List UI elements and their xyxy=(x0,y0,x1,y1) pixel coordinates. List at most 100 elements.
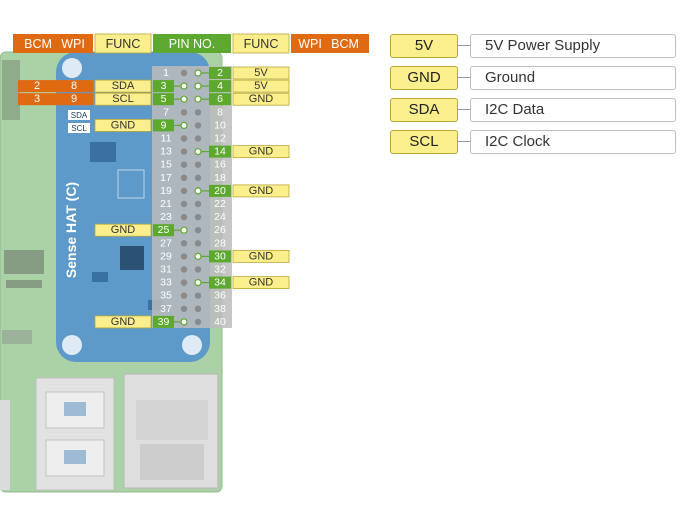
header-func-right: FUNC xyxy=(244,37,279,51)
pin-badge-number: 9 xyxy=(161,119,167,131)
func-label: GND xyxy=(111,119,136,131)
pin-number: 13 xyxy=(160,146,172,158)
pin-hole xyxy=(180,187,188,195)
pin-badge-number: 39 xyxy=(158,316,170,328)
legend-desc-sda: I2C Data xyxy=(470,98,676,122)
func-label: GND xyxy=(249,93,274,105)
pin-number: 22 xyxy=(214,198,226,210)
header-bcm-right: BCM xyxy=(331,37,359,51)
pin-hole xyxy=(180,200,188,208)
pin-badge-number: 25 xyxy=(158,224,170,236)
func-badge xyxy=(232,92,290,106)
func-badge xyxy=(232,276,290,290)
pin-hole xyxy=(180,279,188,286)
legend-desc-scl: I2C Clock xyxy=(470,130,676,154)
header-wpi-right: WPI xyxy=(298,37,322,51)
pin-hole xyxy=(194,292,202,299)
pin-hole xyxy=(180,253,188,260)
pin-hole xyxy=(180,213,188,221)
legend-key-5v: 5V xyxy=(390,34,458,58)
legend-desc-5v: 5V Power Supply xyxy=(470,34,676,58)
pin-number: 17 xyxy=(160,172,172,184)
pin-number: 32 xyxy=(214,264,226,276)
pin-number: 27 xyxy=(160,237,172,249)
func-badge xyxy=(94,119,152,132)
legend-key-gnd: GND xyxy=(390,66,458,90)
pin-marker xyxy=(194,82,202,90)
pin-number: 35 xyxy=(160,290,172,302)
pin-number: 29 xyxy=(160,250,172,262)
func-label: 5V xyxy=(254,80,268,92)
pin-marker xyxy=(180,318,188,326)
pin-number: 28 xyxy=(214,237,226,249)
header-func-left: FUNC xyxy=(106,37,141,51)
legend-connector xyxy=(458,109,470,110)
legend-connector xyxy=(458,77,470,78)
pin-marker xyxy=(194,279,202,287)
pin-number: 19 xyxy=(160,185,172,197)
pin-hole xyxy=(194,318,202,326)
pin-badge-number: 34 xyxy=(214,277,226,289)
func-label: GND xyxy=(249,185,274,197)
pin-hole xyxy=(194,200,202,208)
pin-number: 33 xyxy=(160,277,172,289)
pin-badge-number: 30 xyxy=(214,250,226,262)
column-headers: BCM WPI FUNC PIN NO. FUNC WPI BCM xyxy=(13,33,369,54)
pin-hole xyxy=(180,135,188,142)
func-badge xyxy=(94,223,152,237)
pin-marker xyxy=(194,95,202,103)
func-label: SDA xyxy=(112,80,135,92)
pin-badge xyxy=(153,93,174,106)
bcm-wpi-badge xyxy=(18,93,93,106)
bcm-wpi-badge xyxy=(18,80,93,93)
pin-hole xyxy=(194,122,202,129)
pin-badge xyxy=(209,93,231,106)
pin-badge xyxy=(153,224,174,237)
func-badge xyxy=(94,315,152,329)
pin-hole xyxy=(180,109,188,116)
pin-marker xyxy=(180,82,188,90)
func-label: GND xyxy=(111,224,136,236)
pin-number: 40 xyxy=(214,316,226,328)
legend-connector xyxy=(458,45,470,46)
pin-number: 12 xyxy=(214,133,226,145)
func-label: SCL xyxy=(112,93,133,105)
pin-badge xyxy=(153,119,174,132)
board-label: Sense HAT (C) xyxy=(63,182,79,278)
wpi-number: 8 xyxy=(71,80,77,92)
func-label: GND xyxy=(249,146,274,158)
pin-hole xyxy=(180,174,188,181)
func-label: GND xyxy=(249,250,274,262)
pin-hole xyxy=(180,69,188,77)
pin-badge xyxy=(209,250,231,263)
func-badge xyxy=(232,79,290,93)
func-badge xyxy=(94,79,152,93)
func-badge xyxy=(232,249,290,263)
pin-number: 26 xyxy=(214,224,226,236)
pin-badge-number: 5 xyxy=(161,93,167,105)
pin-number: 11 xyxy=(161,133,172,145)
func-label: GND xyxy=(111,316,136,328)
func-label: GND xyxy=(249,277,274,289)
header-wpi-left: WPI xyxy=(61,37,85,51)
pin-number: 10 xyxy=(214,119,226,131)
pin-number: 37 xyxy=(160,303,172,315)
pin-badge-number: 4 xyxy=(217,80,223,92)
pin-badge xyxy=(209,80,231,93)
pin-hole xyxy=(194,240,202,247)
pin-marker xyxy=(194,187,202,195)
pin-hole xyxy=(194,174,202,181)
pin-number: 21 xyxy=(160,198,172,210)
pin-number: 24 xyxy=(214,211,226,223)
pin-number: 38 xyxy=(214,303,226,315)
func-badge xyxy=(232,66,290,80)
pin-badge xyxy=(153,80,174,93)
func-label: 5V xyxy=(254,67,268,79)
pin-number: 18 xyxy=(214,172,226,184)
pin-badge xyxy=(209,67,231,79)
pin-hole xyxy=(180,148,188,155)
pin-badge-number: 2 xyxy=(217,67,223,79)
func-badge xyxy=(94,92,152,106)
pin-badge xyxy=(209,184,231,197)
pin-hole xyxy=(194,266,202,273)
